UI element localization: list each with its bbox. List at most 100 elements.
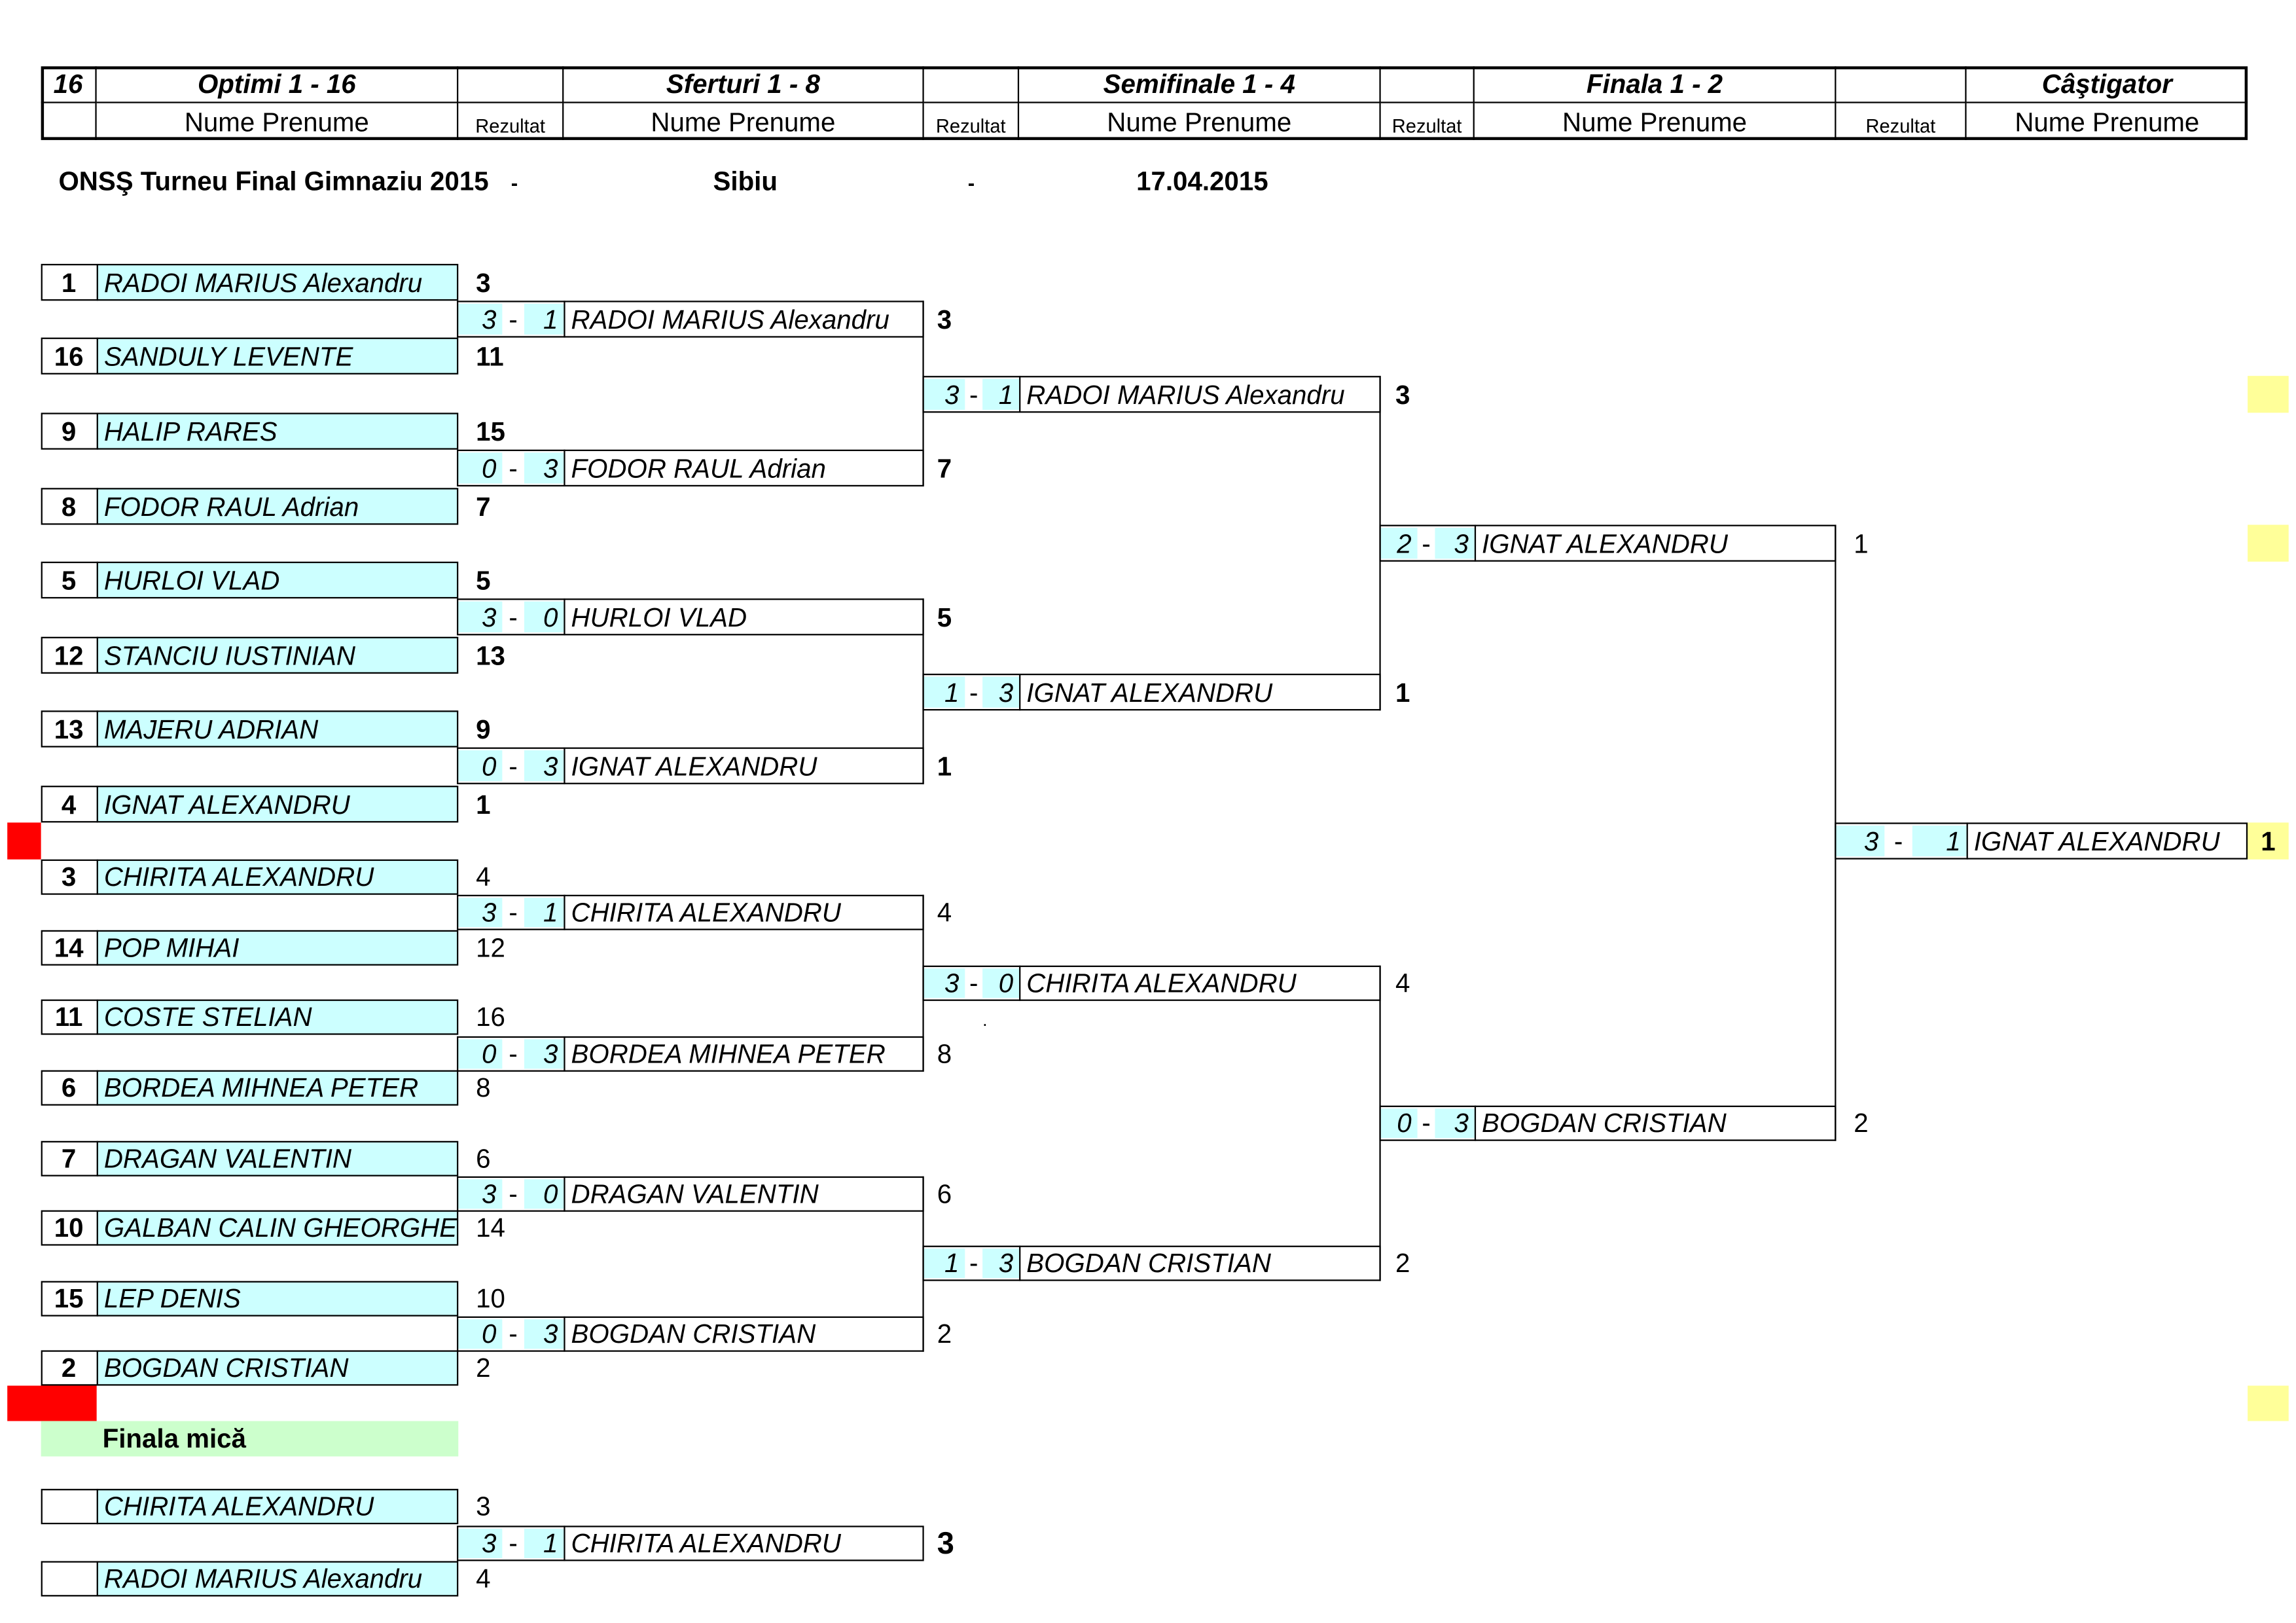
header-result-title (924, 66, 1020, 103)
event-separator: - (511, 171, 518, 195)
set-score-left: 2 (1380, 528, 1418, 559)
score-separator: - (969, 379, 978, 409)
match-slot (1834, 822, 2248, 860)
result-value: 1 (2248, 822, 2289, 860)
set-score-right: 3 (524, 750, 564, 782)
set-score-right: 3 (1435, 1108, 1475, 1139)
set-score-right: 3 (982, 676, 1020, 708)
result-value: 2 (1854, 1108, 1869, 1139)
player-slot (41, 859, 459, 895)
player-name: IGNAT ALEXANDRU (1966, 822, 2248, 860)
score-separator: - (509, 751, 518, 781)
set-score-right: 3 (1435, 528, 1475, 559)
match-slot (456, 1316, 924, 1352)
player-slot (41, 786, 459, 823)
player-slot (41, 337, 459, 374)
set-score-left: 3 (458, 303, 503, 335)
set-score-left: 3 (1836, 825, 1885, 857)
bracket-connector (1378, 376, 1381, 711)
player-name: CHIRITA ALEXANDRU (564, 1525, 924, 1561)
player-slot (41, 999, 459, 1035)
bracket-connector (922, 598, 924, 784)
player-name: BOGDAN CRISTIAN (1019, 1245, 1381, 1281)
result-value: 1 (476, 789, 491, 819)
player-name: CHIRITA ALEXANDRU (564, 894, 924, 930)
result-value: 5 (476, 565, 491, 595)
score-separator: - (509, 1039, 518, 1069)
header-name-column: Nume Prenume (1019, 103, 1381, 140)
result-value: 7 (937, 453, 952, 483)
score-separator: - (509, 304, 518, 334)
set-score-left: 3 (458, 1528, 503, 1558)
seed-number: 14 (54, 933, 84, 963)
seed-number: 9 (61, 416, 77, 447)
match-slot (456, 1036, 924, 1072)
player-name: CHIRITA ALEXANDRU (1019, 965, 1381, 1001)
seed-number: 3 (61, 862, 77, 892)
result-value: 4 (476, 1563, 491, 1594)
match-slot (456, 894, 924, 930)
player-slot (41, 561, 459, 599)
result-value: 3 (1395, 379, 1410, 409)
player-slot (41, 1350, 459, 1386)
player-name: DRAGAN VALENTIN (564, 1176, 924, 1212)
match-slot (1378, 524, 1837, 562)
result-value: 3 (476, 1491, 491, 1522)
header-result-column: Rezultat (1381, 103, 1475, 140)
match-slot (922, 965, 1381, 1001)
header-name-column: Nume Prenume (2015, 107, 2200, 137)
result-value: 7 (476, 491, 491, 521)
match-slot (922, 673, 1381, 711)
match-slot (456, 1525, 924, 1561)
set-score-right: 0 (982, 968, 1020, 998)
player-name: BOGDAN CRISTIAN (1474, 1105, 1837, 1141)
player-name: RADOI MARIUS Alexandru (564, 301, 924, 338)
header-semifinals-title: Semifinale 1 - 4 (1019, 66, 1381, 103)
player-name: BOGDAN CRISTIAN (564, 1316, 924, 1352)
player-name: IGNAT ALEXANDRU (1019, 673, 1381, 711)
player-slot (41, 1210, 459, 1246)
set-score-left: 3 (458, 898, 503, 928)
result-value: 9 (476, 714, 491, 744)
player-slot (41, 636, 459, 674)
player-name: CHIRITA ALEXANDRU (96, 859, 459, 895)
result-value: 6 (476, 1144, 491, 1174)
player-name: BORDEA MIHNEA PETER (96, 1070, 459, 1106)
score-separator: - (1422, 1108, 1431, 1139)
header-round-of-16-title: Optimi 1 - 16 (96, 66, 459, 103)
score-separator: - (1893, 826, 1903, 856)
result-value: 3 (937, 304, 952, 334)
seed-number: 7 (61, 1144, 77, 1174)
player-name: STANCIU IUSTINIAN (96, 636, 459, 674)
player-slot (41, 1281, 459, 1317)
header-name-column: Nume Prenume (1475, 103, 1837, 140)
seed-number: 6 (61, 1073, 77, 1103)
seed-number: 5 (61, 565, 77, 595)
bracket-connector (922, 301, 924, 487)
result-value: 11 (476, 341, 504, 371)
seed-number: 12 (54, 640, 84, 670)
result-value: 1 (1854, 528, 1869, 558)
event-date: 17.04.2015 (1136, 166, 1268, 196)
set-score-right: 3 (982, 1249, 1020, 1279)
result-value: 13 (476, 640, 505, 670)
set-score-left: 3 (924, 378, 965, 410)
header-table-border (41, 66, 2248, 140)
set-score-right: 1 (1912, 825, 1967, 857)
score-separator: - (509, 453, 518, 483)
bracket-connector (922, 894, 924, 1072)
set-score-right: 0 (524, 1179, 564, 1209)
header-empty-cell (41, 103, 97, 140)
result-value: 12 (476, 933, 505, 963)
seed-number: 15 (54, 1284, 84, 1314)
set-score-right: 3 (524, 1039, 564, 1069)
highlight-marker (2248, 376, 2289, 413)
red-marker (7, 822, 41, 860)
player-name: COSTE STELIAN (96, 999, 459, 1035)
result-value: 1 (1395, 677, 1410, 707)
small-final-label: Finala mică (41, 1421, 459, 1457)
set-score-left: 0 (458, 750, 503, 782)
set-score-right: 1 (524, 898, 564, 928)
seed-number: 4 (61, 789, 77, 819)
